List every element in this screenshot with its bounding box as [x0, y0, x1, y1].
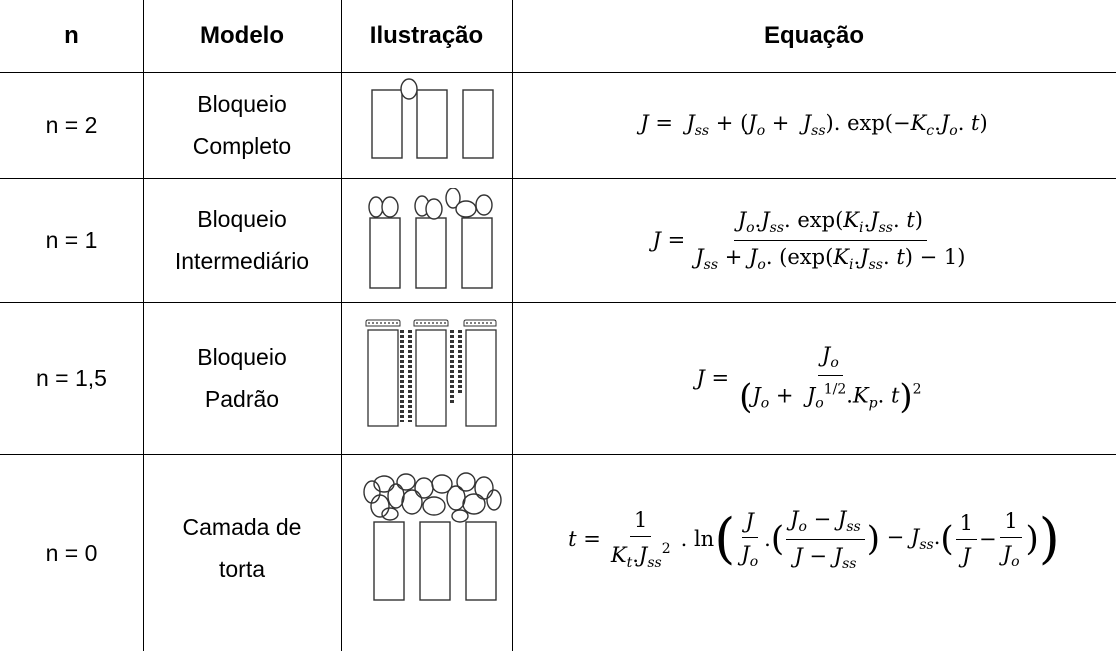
model-line-2: Padrão	[204, 386, 280, 412]
column-divider	[512, 0, 513, 651]
row-model-name: Bloqueio Completo	[143, 72, 341, 178]
model-line-1: Camada de	[182, 514, 302, 540]
intermediate-blocking-pores-icon	[368, 188, 493, 289]
cake-layer-pores-icon	[363, 472, 502, 601]
column-divider	[143, 0, 144, 651]
row-divider	[0, 302, 1116, 303]
row-divider	[0, 454, 1116, 455]
standard-blocking-pores-icon	[365, 319, 497, 427]
model-line-1: Bloqueio	[197, 206, 287, 232]
equation-intermediate-blocking: J = Jo.Jss. exp(Ki.Jss. t) Jss + Jo. (ex…	[652, 207, 966, 273]
row-divider	[0, 72, 1116, 73]
column-divider	[341, 0, 342, 651]
complete-blocking-pores-icon	[371, 78, 494, 159]
equation-complete-blocking: J = Jss + (Jo + Jss). exp(−Kc.Jo. t)	[640, 111, 988, 139]
row-n-value: n = 1,5	[36, 365, 107, 391]
equation-cake-layer: t = 1 Kt.Jss2 . ln( J Jo .( Jo − Jss J −…	[568, 506, 1060, 572]
row-n-value: n = 0	[45, 539, 98, 566]
model-line-1: Bloqueio	[197, 91, 287, 117]
header-modelo: Modelo	[200, 22, 284, 49]
header-ilustracao: Ilustração	[369, 22, 484, 49]
header-n: n	[64, 22, 79, 49]
row-n-value: n = 2	[45, 112, 98, 138]
model-line-2: torta	[218, 556, 266, 582]
header-equacao: Equação	[763, 22, 865, 49]
row-model-name: Camada de torta	[143, 454, 341, 651]
row-divider	[0, 178, 1116, 179]
model-line-2: Completo	[192, 133, 292, 159]
row-n-value: n = 1	[45, 227, 98, 253]
equation-standard-blocking: J = Jo (Jo + Jo1/2.Kp. t)2	[696, 342, 922, 417]
row-model-name: Bloqueio Padrão	[143, 302, 341, 454]
model-line-1: Bloqueio	[197, 344, 287, 370]
model-line-2: Intermediário	[174, 248, 310, 274]
row-model-name: Bloqueio Intermediário	[143, 178, 341, 302]
